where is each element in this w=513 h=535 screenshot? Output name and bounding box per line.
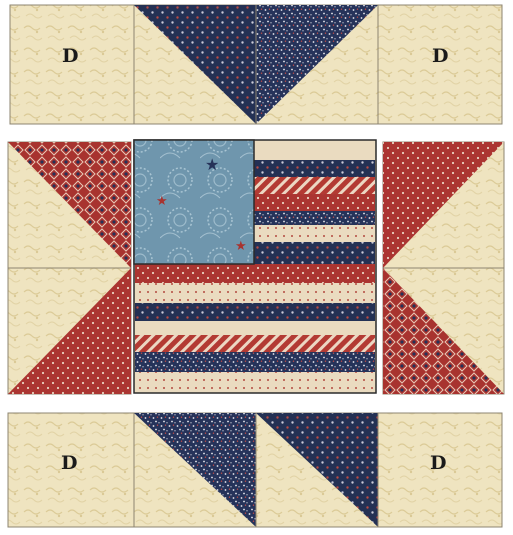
top-row [10,5,502,124]
star-icon: ★ [156,194,168,209]
block-label-bottom-right: D [430,452,446,474]
star-icon: ★ [235,239,247,254]
top-flying-geese [134,5,378,124]
right-side-triangles [383,142,504,394]
bottom-row [8,413,502,527]
center-flag-block: ★ ★ ★ [134,140,376,393]
left-side-triangles [8,142,131,394]
bottom-flying-geese [134,413,378,527]
block-label-top-right: D [432,45,448,67]
block-label-top-left: D [62,45,78,67]
middle-row: ★ ★ ★ [8,140,504,394]
star-icon: ★ [205,155,219,174]
block-label-bottom-left: D [61,452,77,474]
